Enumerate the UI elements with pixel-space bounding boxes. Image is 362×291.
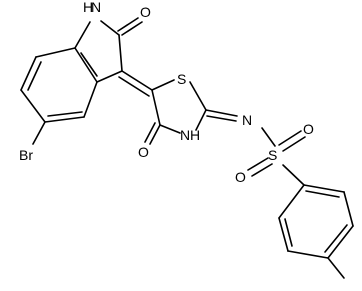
bond-ar1-ar2-double xyxy=(305,190,340,198)
bond-c2-c3 xyxy=(118,34,123,72)
bond-s-o2 xyxy=(247,157,269,171)
tolyl-bonds xyxy=(278,184,354,279)
bond-c2-o xyxy=(121,21,143,36)
atom-label-h-ring: H xyxy=(190,127,200,143)
bond-s-o1 xyxy=(278,130,302,146)
bond-c4-c3a xyxy=(83,81,98,118)
bond-c2prime-n-double xyxy=(206,115,237,122)
bond-c3-c5prime xyxy=(121,70,153,91)
bond-ar5-ar6 xyxy=(278,217,289,252)
imine-bonds xyxy=(205,109,276,147)
bond-c3-c5prime-double xyxy=(118,76,150,97)
atom-label-s-sulfonyl: S xyxy=(268,147,277,163)
bond-c7a-c7 xyxy=(35,47,76,58)
bond-s-aryl xyxy=(282,164,305,186)
bond-c2-o-double xyxy=(117,17,139,32)
bond-s-c2prime xyxy=(189,81,207,111)
bond-ar6-ar1 xyxy=(278,184,305,219)
bond-n-c7a xyxy=(74,21,91,49)
atom-label-br: Br xyxy=(19,147,33,163)
bond-c5-c4-double xyxy=(47,111,83,117)
bond-c7a-c3a xyxy=(74,47,98,83)
atom-label-o-indole: O xyxy=(140,4,151,20)
bond-s-o1-double xyxy=(282,136,306,152)
bond-n-s xyxy=(261,127,276,147)
bond-c3-c3a xyxy=(96,70,123,83)
exocyclic-double-bond xyxy=(118,70,153,97)
bond-c4prime-n3prime xyxy=(159,124,181,134)
atom-labels: H N O Br S O N H N S O O xyxy=(19,0,314,185)
bond-ar4-methyl xyxy=(327,257,345,279)
bond-c7-c6-double xyxy=(27,61,42,91)
bond-ar3-ar4-double xyxy=(324,224,348,253)
atom-label-n-ring: N xyxy=(180,127,190,143)
atom-label-o-sulfonyl-2: O xyxy=(235,169,246,185)
atom-label-n-imine: N xyxy=(242,112,252,128)
atom-label-h-indole: H xyxy=(83,0,93,15)
bond-c7-c6 xyxy=(20,56,37,91)
sulfonyl-bonds xyxy=(247,130,306,186)
atom-label-o-ring: O xyxy=(138,144,149,160)
bond-c5prime-s xyxy=(151,79,175,91)
atom-label-s-ring: S xyxy=(177,71,186,87)
bond-c5prime-c4prime xyxy=(151,89,161,126)
bond-n-c2 xyxy=(100,20,120,36)
indolinone-bonds xyxy=(20,17,143,145)
bond-c4prime-o-double xyxy=(144,122,156,143)
bond-ar3-ar4 xyxy=(327,225,354,259)
thiazolidinone-bonds xyxy=(144,79,207,145)
bond-c5-br xyxy=(32,121,46,145)
atom-label-o-sulfonyl-1: O xyxy=(303,121,314,137)
atom-label-n-indole: N xyxy=(91,0,101,15)
bond-ar5-ar6-double xyxy=(284,218,293,247)
bond-c4prime-o xyxy=(149,124,161,145)
bond-ar2-ar3 xyxy=(343,191,354,227)
bond-c7a-c3a-double xyxy=(80,52,98,77)
bond-s-o2-double xyxy=(251,163,273,177)
bond-ar4-ar5 xyxy=(287,250,329,259)
bond-c5-c4 xyxy=(44,116,85,123)
bond-n3prime-c2prime xyxy=(195,109,207,131)
bond-c2prime-n xyxy=(205,109,238,117)
bond-ar1-ar2 xyxy=(303,184,345,193)
bond-c6-c5 xyxy=(20,89,46,123)
